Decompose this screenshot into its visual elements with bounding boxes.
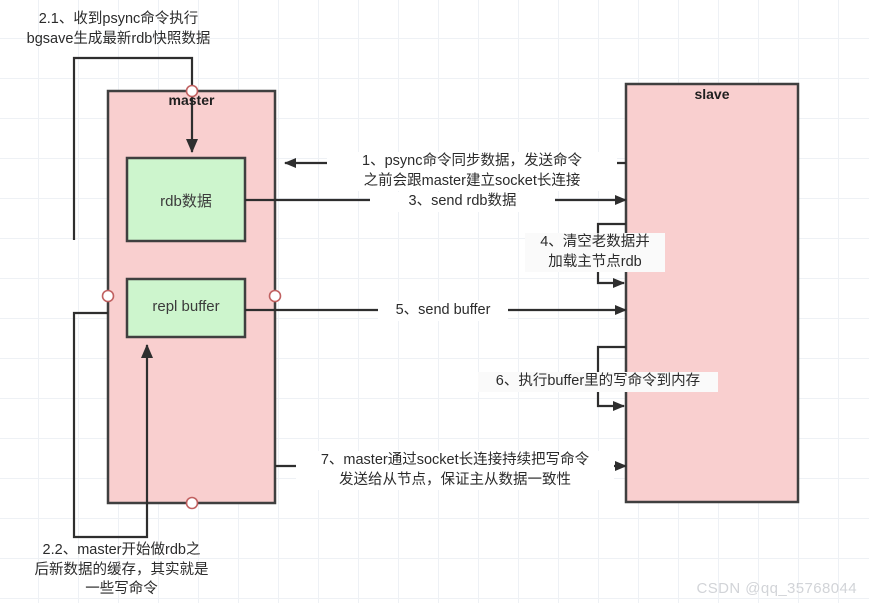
rdb-data-box (125, 156, 247, 243)
annotation-step-7: 7、master通过socket长连接持续把写命令 发送给从节点，保证主从数据一… (296, 451, 614, 491)
repl-buffer-box (125, 277, 247, 339)
slave-node-box (624, 82, 800, 504)
connector-dot-master-top[interactable] (185, 84, 199, 98)
rdb-data-label: rdb数据 (160, 193, 212, 210)
slave-node-label: slave (694, 86, 730, 102)
annotation-step-3: 3、send rdb数据 (370, 192, 555, 212)
annotation-step-2-2: 2.2、master开始做rdb之 后新数据的缓存，其实就是 一些写命令 (34, 542, 209, 598)
edge-step-2-2 (72, 311, 153, 539)
connector-dot-master-bottom[interactable] (185, 496, 199, 510)
edge-step-2-1 (72, 56, 198, 240)
annotation-step-5: 5、send buffer (378, 301, 508, 321)
annotation-step-1: 1、psync命令同步数据，发送命令 之前会跟master建立socket长连接 (327, 152, 617, 192)
connector-dot-master-left[interactable] (101, 289, 115, 303)
repl-buffer-label: repl buffer (152, 298, 220, 315)
connector-dot-master-right[interactable] (268, 289, 282, 303)
annotation-step-6: 6、执行buffer里的写命令到内存 (478, 372, 718, 392)
master-node-label: master (168, 92, 215, 108)
watermark: CSDN @qq_35768044 (696, 580, 857, 597)
annotation-step-4: 4、清空老数据并 加载主节点rdb (525, 233, 665, 273)
annotation-step-2-1: 2.1、收到psync命令执行 bgsave生成最新rdb快照数据 (26, 11, 211, 47)
